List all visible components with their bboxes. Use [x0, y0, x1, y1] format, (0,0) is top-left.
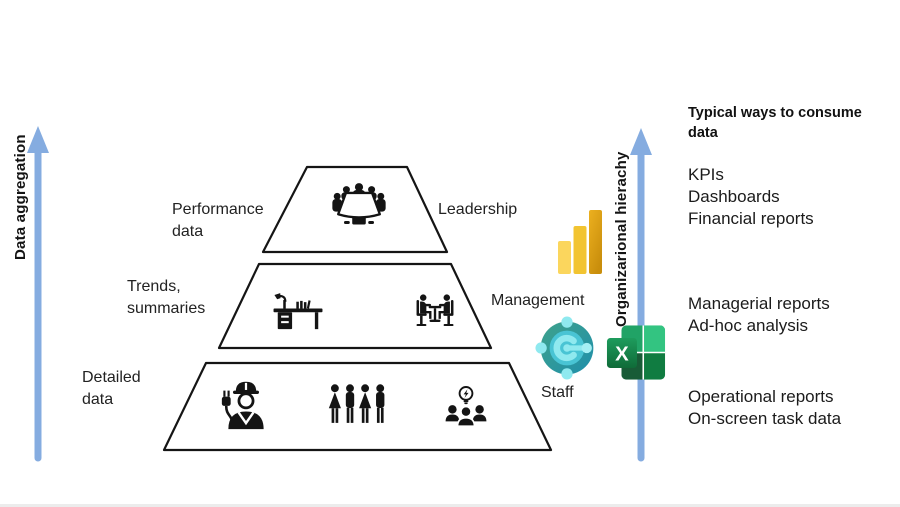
consume-item: KPIs [688, 165, 724, 184]
discussion-icon [416, 294, 454, 327]
consume-item: Managerial reports [688, 294, 830, 313]
bottom-divider [0, 504, 900, 507]
tier-data-label-performance: Performance data [172, 201, 264, 240]
consume-list-staff: Operational reports On-screen task data [688, 386, 841, 430]
excel-letter: X [615, 344, 629, 366]
tier-level-label-management: Management [491, 292, 585, 309]
power-bi-icon [558, 210, 602, 274]
consume-item: Ad-hoc analysis [688, 316, 809, 335]
left-axis-label: Data aggregation [12, 134, 29, 260]
worker-icon [221, 381, 264, 430]
org-hierarchy-arrow [630, 128, 652, 462]
consume-item: Operational reports [688, 387, 834, 406]
desk-icon [273, 293, 323, 330]
teal-data-platform-icon [535, 316, 594, 380]
tier-data-label-detailed: Detailed data [82, 369, 141, 408]
excel-icon: X [606, 325, 666, 380]
data-aggregation-arrow [27, 126, 49, 462]
tier-level-label-leadership: Leadership [438, 201, 518, 218]
consume-list-management: Managerial reports Ad-hoc analysis [688, 293, 830, 337]
consume-item: Financial reports [688, 209, 814, 228]
meeting-table-icon [332, 183, 386, 225]
consume-heading: Typical ways to consume data [688, 105, 862, 141]
idea-team-icon [445, 386, 487, 427]
tier-level-label-staff: Staff [541, 384, 574, 401]
consume-item: Dashboards [688, 187, 780, 206]
right-axis-label: Organizarional hierachy [613, 151, 630, 328]
consume-item: On-screen task data [688, 409, 842, 428]
people-group-icon [328, 384, 385, 423]
tier-data-label-trends: Trends, summaries [127, 278, 206, 317]
consume-list-leadership: KPIs Dashboards Financial reports [688, 164, 814, 230]
